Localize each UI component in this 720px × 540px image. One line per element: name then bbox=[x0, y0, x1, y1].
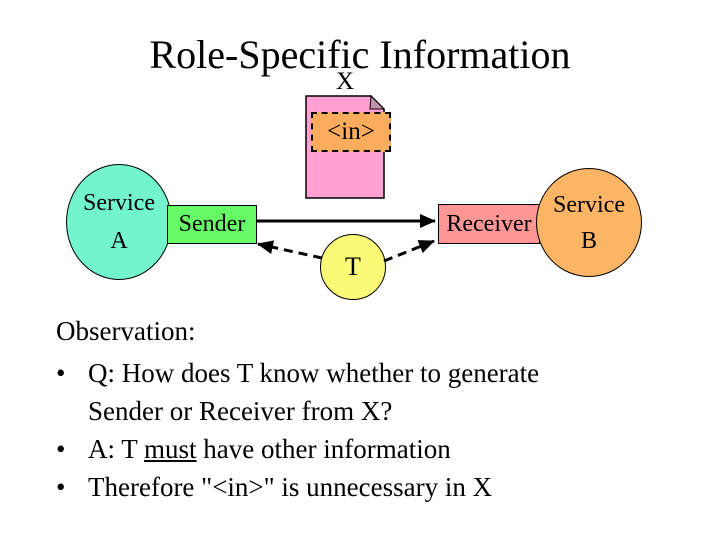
service-b-label-line2: B bbox=[580, 227, 597, 254]
bullet-marker: • bbox=[56, 434, 66, 464]
bullet-answer-prefix: A: T bbox=[88, 434, 145, 464]
receiver-label: Receiver bbox=[446, 210, 532, 237]
service-b-node: Service B bbox=[536, 168, 642, 277]
bullet-marker: • bbox=[56, 472, 66, 502]
observation-block: Observation: • Q: How does T know whethe… bbox=[56, 311, 686, 506]
bullet-question-text: Q: How does T know whether to generate S… bbox=[88, 354, 686, 430]
sender-box: Sender bbox=[167, 205, 257, 244]
service-a-label-line1: Service bbox=[83, 190, 155, 216]
in-tag-box: <in> bbox=[311, 112, 391, 152]
bullet-answer-text: A: T must have other information bbox=[88, 430, 686, 468]
document-label: X bbox=[335, 68, 355, 95]
bullet-question-line1: Q: How does T know whether to generate bbox=[88, 358, 540, 388]
bullet-marker: • bbox=[56, 358, 66, 388]
transformer-node: T bbox=[320, 234, 386, 300]
service-a-label-line2: A bbox=[110, 228, 128, 254]
receiver-box: Receiver bbox=[438, 204, 540, 244]
bullet-question: • Q: How does T know whether to generate… bbox=[56, 354, 686, 430]
sender-label: Sender bbox=[178, 211, 246, 237]
service-b-label-line1: Service bbox=[553, 191, 625, 218]
bullet-answer-underlined: must bbox=[144, 434, 197, 464]
bullet-question-line2: Sender or Receiver from X? bbox=[88, 396, 393, 426]
in-tag-label: <in> bbox=[327, 118, 375, 145]
transformer-label: T bbox=[345, 252, 361, 281]
bullet-answer: • A: T must have other information bbox=[56, 430, 686, 468]
bullet-answer-suffix: have other information bbox=[196, 434, 451, 464]
service-a-node: Service A bbox=[66, 164, 172, 280]
bullet-therefore-text: Therefore "<in>" is unnecessary in X bbox=[88, 472, 493, 502]
bullet-therefore: • Therefore "<in>" is unnecessary in X bbox=[56, 468, 686, 506]
document-fold-corner bbox=[369, 94, 386, 110]
slide-title: Role-Specific Information bbox=[149, 31, 571, 77]
observation-heading: Observation: bbox=[56, 316, 196, 346]
